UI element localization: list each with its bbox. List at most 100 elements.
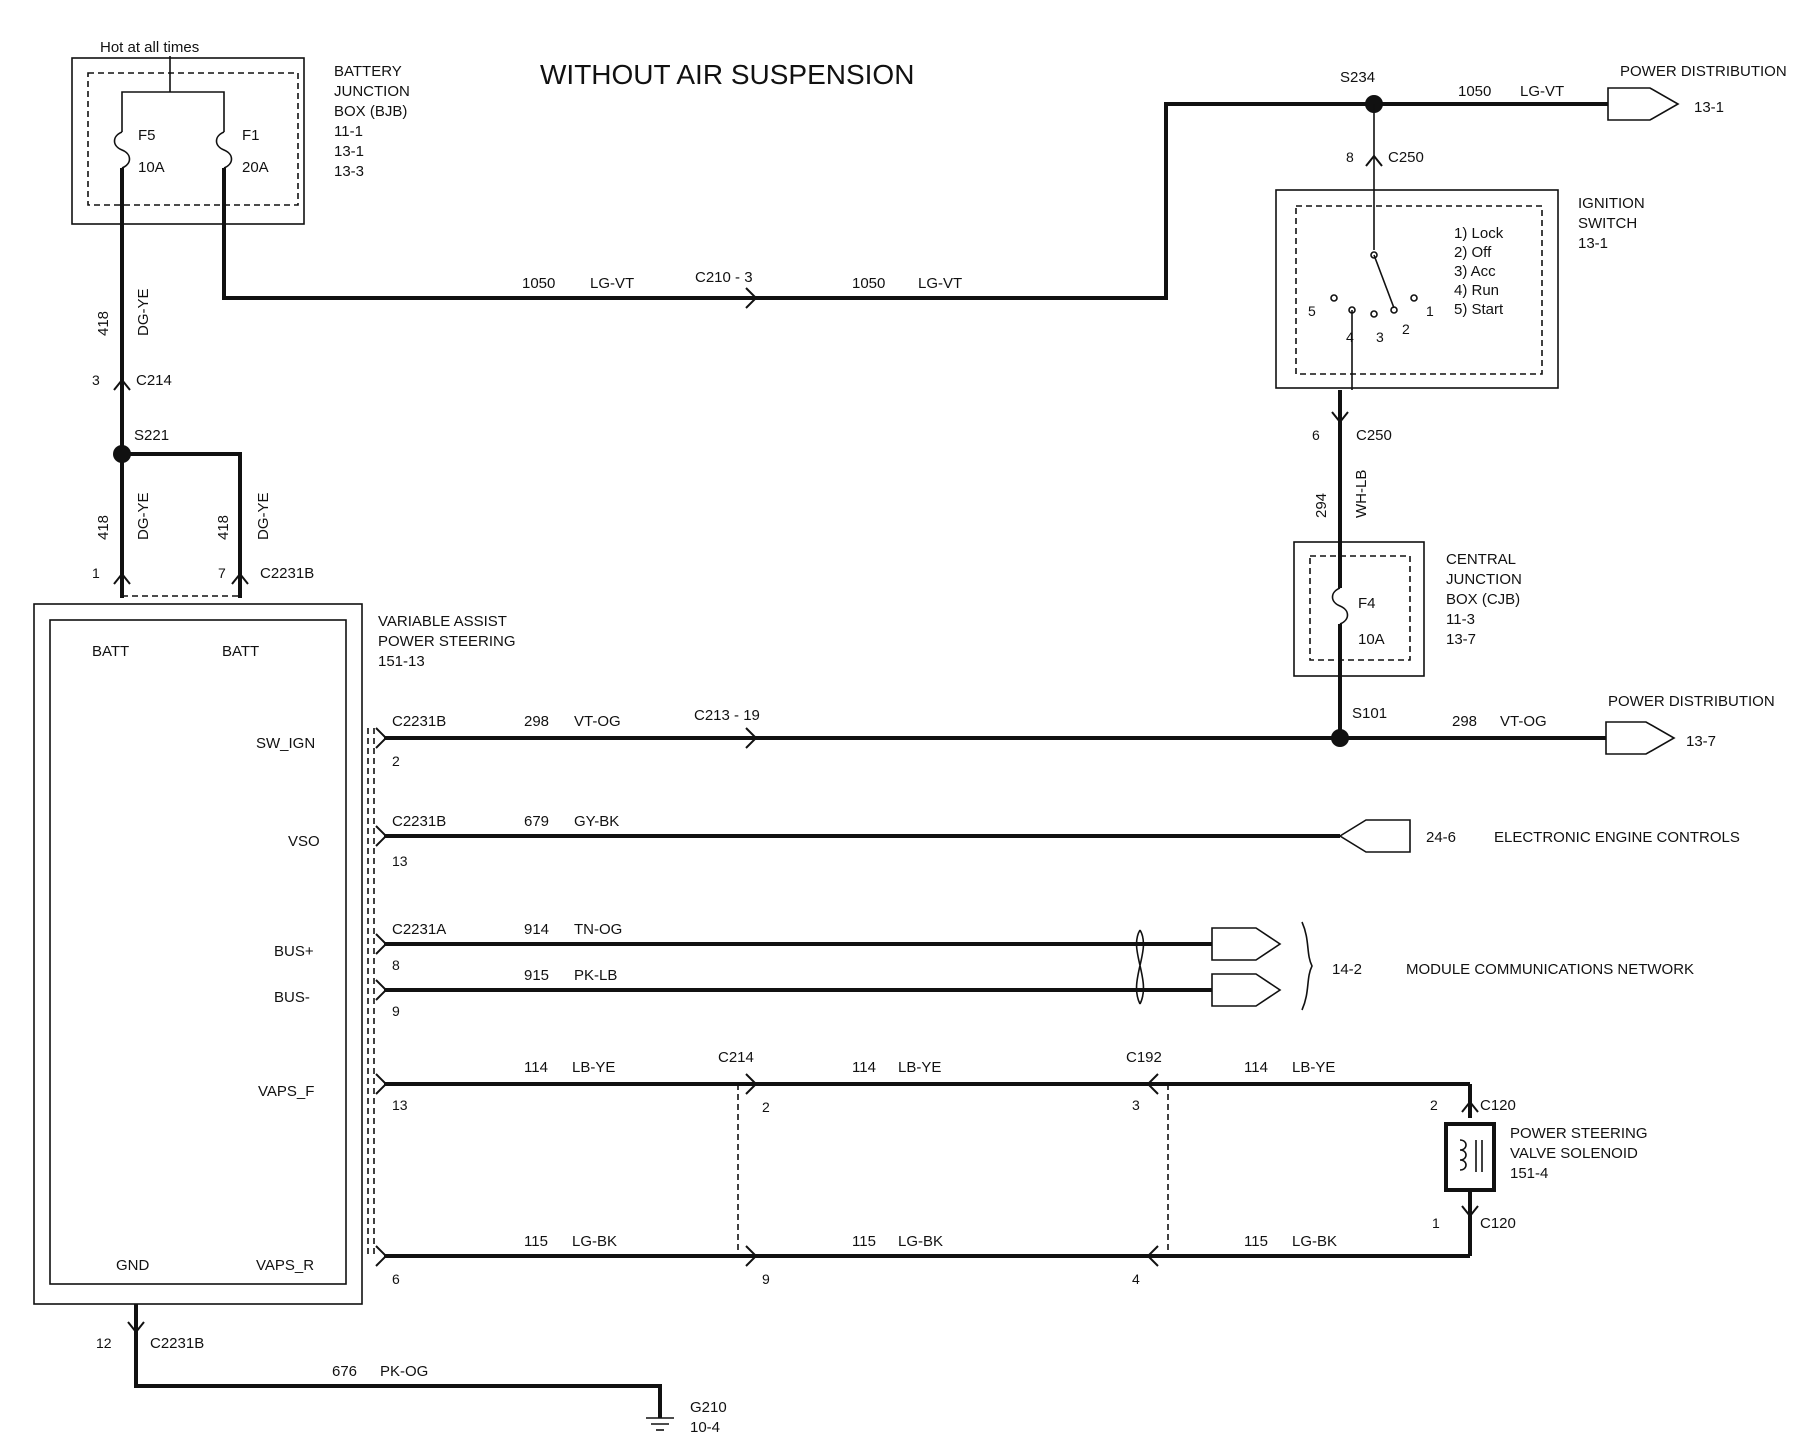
c2231b-gnd-name: C2231B: [150, 1335, 204, 1352]
c214-top-pin: 3: [92, 372, 100, 388]
module-label-1: VARIABLE ASSIST: [378, 613, 507, 630]
fuse-f4-name: F4: [1358, 595, 1376, 612]
wire-114-c-circuit: 114: [1244, 1059, 1268, 1076]
fuse-f1-name: F1: [242, 127, 260, 144]
fuse-f5-icon: [113, 131, 131, 169]
fuse-f4-rating: 10A: [1358, 631, 1385, 648]
c214-top-name: C214: [136, 372, 172, 389]
ign-position-4: 4) Run: [1454, 282, 1499, 299]
ign-position-3: 3) Acc: [1454, 263, 1496, 280]
c192-pin-r: 4: [1132, 1271, 1140, 1287]
ground-name: G210: [690, 1399, 727, 1416]
module-label-3: 151-13: [378, 653, 425, 670]
eec-ref[interactable]: 24-6: [1426, 829, 1456, 846]
module-label-2: POWER STEERING: [378, 633, 516, 650]
mcn-ref[interactable]: 14-2: [1332, 961, 1362, 978]
twisted-pair-icon: [1135, 929, 1145, 1005]
ign-pin-1: 1: [1426, 303, 1434, 319]
power-distribution-13-1-connector-icon[interactable]: [1607, 87, 1680, 121]
pin-batt-2: BATT: [222, 643, 259, 660]
wire-114-c-color: LB-YE: [1292, 1059, 1335, 1076]
wire-915-circuit: 915: [524, 967, 549, 984]
bus-plus-connector-icon[interactable]: [1211, 927, 1282, 961]
c120-bottom-pin: 1: [1432, 1215, 1440, 1231]
c2231b-batt-name: C2231B: [260, 565, 314, 582]
connector-c2231b-batt1-icon: [113, 572, 131, 585]
vaps-f-pin: 13: [392, 1097, 408, 1113]
bjb-label-2: JUNCTION: [334, 83, 410, 100]
c2231b-sw-pin: 2: [392, 753, 400, 769]
connector-c214-mid-rear-icon: [745, 1245, 758, 1267]
cjb-label-2: JUNCTION: [1446, 571, 1522, 588]
pd1-ref[interactable]: 13-1: [1694, 99, 1724, 116]
wire-418-branch: [122, 452, 242, 598]
bjb-label-5: 13-1: [334, 143, 364, 160]
pd2-ref[interactable]: 13-7: [1686, 733, 1716, 750]
wire-418-lower-circuit: 418: [95, 515, 112, 540]
wire-115-c-color: LG-BK: [1292, 1233, 1337, 1250]
bus-minus-connector-icon[interactable]: [1211, 973, 1282, 1007]
wire-115-b-color: LG-BK: [898, 1233, 943, 1250]
ignition-switch-contact-icon: [1373, 254, 1395, 309]
vaps-r-pin: 6: [392, 1271, 400, 1287]
fuse-f1-icon: [215, 131, 233, 169]
pin-vso: VSO: [288, 833, 320, 850]
electronic-engine-controls-connector-icon[interactable]: [1338, 819, 1411, 853]
cjb-label-3: BOX (CJB): [1446, 591, 1520, 608]
wire-1050-main: [222, 102, 1608, 300]
connector-c213-icon: [745, 727, 758, 749]
pin-bus-plus: BUS+: [274, 943, 314, 960]
wire-294-color: WH-LB: [1353, 470, 1370, 518]
pin-vaps-r: VAPS_R: [256, 1257, 314, 1274]
connector-c2231a-bus-plus-icon: [375, 933, 388, 955]
wire-1050-a-circuit: 1050: [522, 275, 555, 292]
wire-914-circuit: 914: [524, 921, 549, 938]
c120-top-pin: 2: [1430, 1097, 1438, 1113]
connector-c214-top-icon: [113, 378, 131, 391]
c214-mid-pin-r: 9: [762, 1271, 770, 1287]
wire-676: [134, 1304, 662, 1418]
power-distribution-13-7-connector-icon[interactable]: [1605, 721, 1676, 755]
wire-115-b-circuit: 115: [852, 1233, 876, 1250]
c2231b-gnd-pin: 12: [96, 1335, 112, 1351]
battery-junction-box: Hot at all times F5 10A F1 20A BATTERY J…: [71, 39, 410, 225]
c250-bottom-pin: 6: [1312, 427, 1320, 443]
eec-label[interactable]: ELECTRONIC ENGINE CONTROLS: [1494, 829, 1740, 846]
c120-bottom-name: C120: [1480, 1215, 1516, 1232]
cjb-label-4: 11-3: [1446, 611, 1475, 628]
connector-c2231b-batt2-icon: [231, 572, 249, 585]
power-steering-valve-solenoid: 2 C120 POWER STEERING VALVE SOLENOID 151…: [1430, 1097, 1648, 1232]
ground-ref: 10-4: [690, 1419, 720, 1436]
ign-position-1: 1) Lock: [1454, 225, 1504, 242]
cjb-label-5: 13-7: [1446, 631, 1476, 648]
pd1-label[interactable]: POWER DISTRIBUTION: [1620, 63, 1787, 80]
connector-c250-bottom-icon: [1331, 411, 1349, 424]
wire-418-lower-color: DG-YE: [135, 492, 152, 540]
bracket-icon: [1301, 921, 1313, 1011]
c2231b-batt-pin1: 1: [92, 565, 100, 581]
wire-679-circuit: 679: [524, 813, 549, 830]
ign-pin-4: 4: [1346, 329, 1354, 345]
wire-298-a-color: VT-OG: [574, 713, 621, 730]
c250-bottom-name: C250: [1356, 427, 1392, 444]
central-junction-box: F4 10A CENTRAL JUNCTION BOX (CJB) 11-3 1…: [1293, 541, 1522, 677]
fuse-f1-rating: 20A: [242, 159, 269, 176]
wire-1050-c-color: LG-VT: [1520, 83, 1564, 100]
wire-1050-b-circuit: 1050: [852, 275, 885, 292]
connector-c192-rear-icon: [1146, 1245, 1159, 1267]
wire-915-color: PK-LB: [574, 967, 617, 984]
wire-114-b-color: LB-YE: [898, 1059, 941, 1076]
cjb-label-1: CENTRAL: [1446, 551, 1516, 568]
pd2-label[interactable]: POWER DISTRIBUTION: [1608, 693, 1775, 710]
wire-115-a-color: LG-BK: [572, 1233, 617, 1250]
connector-c213-label: C213 - 19: [694, 707, 760, 724]
c2231a-pin-minus: 9: [392, 1003, 400, 1019]
mcn-label[interactable]: MODULE COMMUNICATIONS NETWORK: [1406, 961, 1694, 978]
wire-1050-b-color: LG-VT: [918, 275, 962, 292]
ign-pin-2: 2: [1402, 321, 1410, 337]
ignition-label-2: SWITCH: [1578, 215, 1637, 232]
ign-position-5: 5) Start: [1454, 301, 1504, 318]
wire-298-a-circuit: 298: [524, 713, 549, 730]
connector-vaps-r-icon: [375, 1245, 388, 1267]
